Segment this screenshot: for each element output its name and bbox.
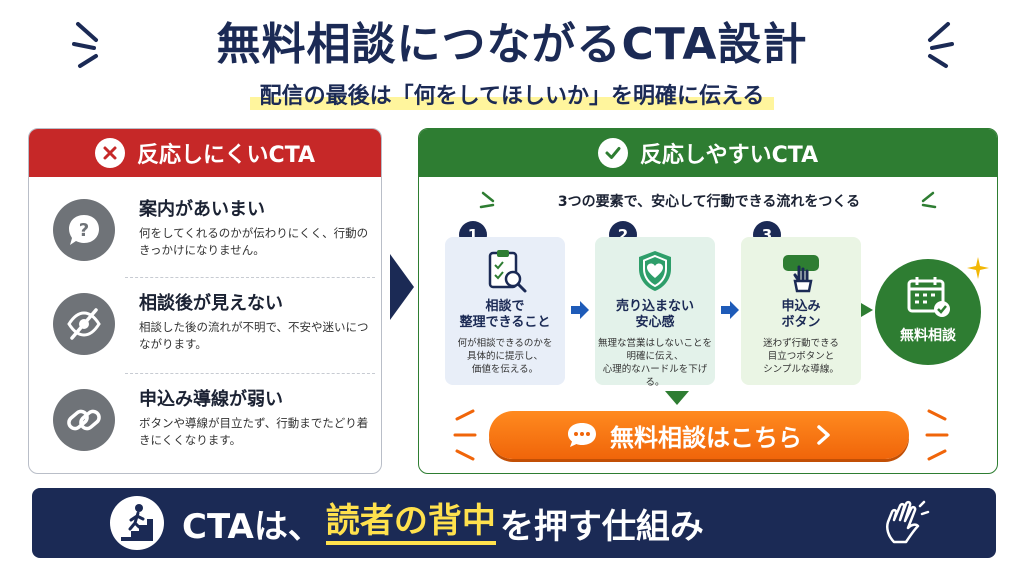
bad-item-unclear-after: 相談後が見えない 相談した後の流れが不明で、不安や迷いにつながります。 (29, 279, 381, 375)
flow-arrow-icon (571, 301, 589, 319)
banner-text-post: を押す仕組み (499, 506, 704, 547)
step-card-2: 売り込まない安心感 無理な営業はしないことを明確に伝え、心理的なハードルを下げる… (595, 237, 715, 388)
bad-item-weak-path: 申込み導線が弱い ボタンや導線が目立たず、行動までたどり着きにくくなります。 (29, 375, 381, 471)
climbing-person-icon (110, 496, 164, 550)
shield-heart-icon (595, 247, 715, 295)
page-subtitle: 配信の最後は「何をしてほしいか」を明確に伝える (249, 78, 775, 110)
divider (125, 373, 375, 374)
chat-bubble-icon (568, 423, 596, 447)
check-mark-icon (597, 138, 628, 168)
bad-item-desc: 相談した後の流れが不明で、不安や迷いにつながります。 (139, 320, 369, 351)
calendar-check-icon (907, 277, 950, 317)
step-title: 相談で整理できること (459, 299, 551, 330)
step-card-1: 相談で整理できること 何が相談できるのかを具体的に提示し、価値を伝える。 (445, 237, 565, 385)
flow-arrow-icon (721, 301, 739, 319)
clipboard-search-icon (445, 247, 565, 295)
svg-text:?: ? (79, 220, 89, 241)
cta-button-label: 無料相談はこちら (610, 423, 802, 452)
goal-label: 無料相談 (900, 328, 956, 344)
bad-item-desc: 何をしてくれるのかが伝わりにくく、行動のきっかけになりません。 (139, 226, 369, 257)
step-desc: 何が相談できるのかを具体的に提示し、価値を伝える。 (457, 338, 553, 375)
right-burst-decoration (928, 22, 954, 68)
free-consultation-button[interactable]: 無料相談はこちら (489, 411, 909, 459)
free-consultation-goal: 無料相談 (875, 259, 981, 365)
left-burst-decoration (72, 22, 98, 68)
intro-burst-right-icon (921, 191, 937, 209)
banner-highlight: 読者の背中 (325, 501, 496, 545)
banner-text-pre: CTAは、 (182, 506, 322, 547)
waving-hand-icon (886, 500, 930, 544)
divider (125, 277, 375, 278)
transition-chevron-icon (390, 254, 414, 320)
bottom-banner: CTAは、 読者の背中 を押す仕組み (32, 488, 996, 558)
good-cta-header: 反応しやすいCTA (419, 129, 997, 177)
good-cta-intro: 3つの要素で、安心して行動できる流れをつくる (557, 194, 861, 210)
step-title: 売り込まない安心感 (615, 299, 694, 330)
down-arrow-icon (665, 391, 689, 405)
bad-item-title: 相談後が見えない (139, 293, 283, 314)
bad-item-title: 申込み導線が弱い (139, 389, 283, 410)
chevron-right-icon (817, 425, 830, 445)
bad-cta-header: 反応しにくいCTA (29, 129, 381, 177)
step-title: 申込みボタン (781, 299, 821, 330)
x-mark-icon (94, 138, 125, 168)
step-desc: 迷わず行動できる目立つボタンとシンプルな導線。 (763, 338, 839, 375)
bad-item-title: 案内があいまい (139, 199, 265, 220)
bad-cta-panel: 反応しにくいCTA ? 案内があいまい 何をしてくれるのかが伝わりにくく、行動の… (28, 128, 382, 474)
good-cta-panel: 反応しやすいCTA 3つの要素で、安心して行動できる流れをつくる 1 相談で整理… (418, 128, 998, 474)
sparkle-icon (967, 257, 989, 279)
intro-burst-left-icon (479, 191, 495, 209)
bad-item-vague: ? 案内があいまい 何をしてくれるのかが伝わりにくく、行動のきっかけになりません… (29, 185, 381, 281)
bad-cta-heading: 反応しにくいCTA (136, 143, 316, 168)
eye-slash-icon (53, 293, 115, 355)
flow-arrow-icon (861, 303, 873, 317)
step-desc: 無理な営業はしないことを明確に伝え、心理的なハードルを下げる。 (597, 338, 712, 388)
banner-message: CTAは、 読者の背中 を押す仕組み (182, 498, 704, 548)
page-title: 無料相談につながるCTA設計 (216, 19, 808, 70)
cta-burst-right-icon (925, 409, 949, 461)
question-bubble-icon: ? (53, 199, 115, 261)
bad-item-desc: ボタンや導線が目立たず、行動までたどり着きにくくなります。 (139, 416, 369, 447)
cta-burst-left-icon (453, 409, 477, 461)
step-card-3: 申込みボタン 迷わず行動できる目立つボタンとシンプルな導線。 (741, 237, 861, 385)
link-icon (53, 389, 115, 451)
good-cta-heading: 反応しやすいCTA (639, 143, 819, 168)
subtitle-wrapper: 配信の最後は「何をしてほしいか」を明確に伝える (0, 78, 1024, 110)
tap-button-icon (741, 247, 861, 295)
